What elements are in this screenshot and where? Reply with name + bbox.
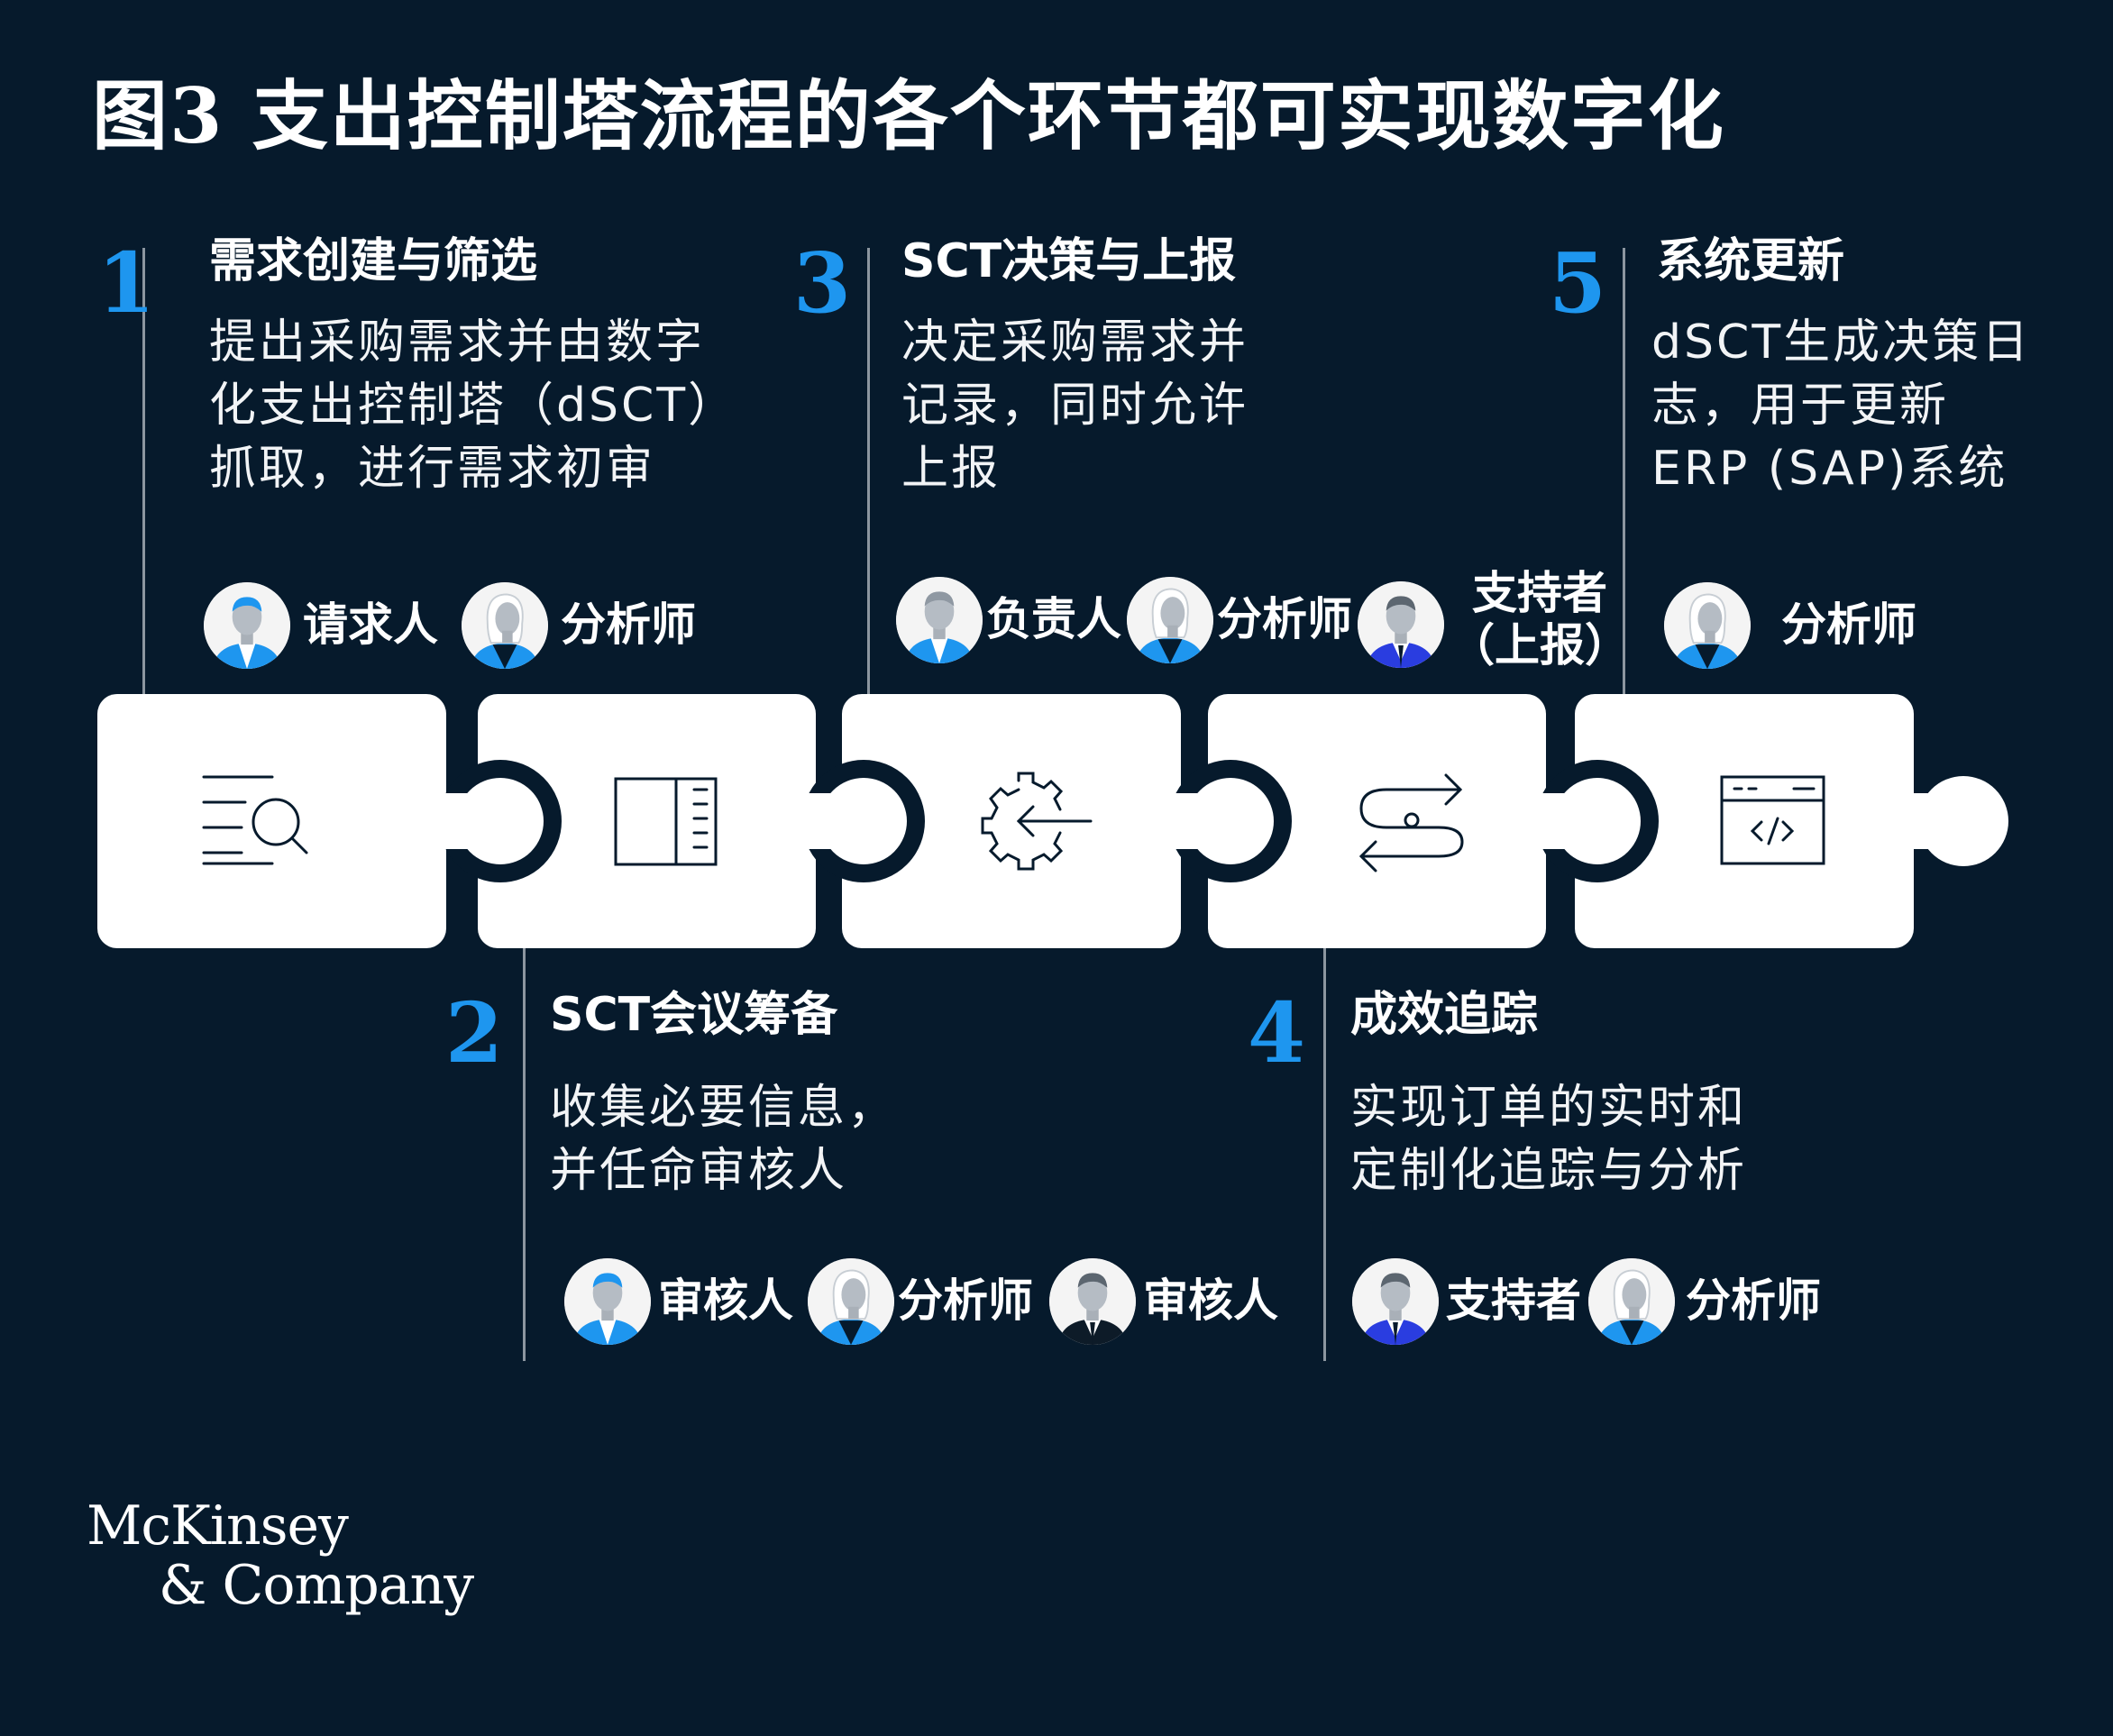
step-2-description: 收集必要信息， 并任命审核人 (550, 1081, 898, 1198)
step-1-description: 提出采购需求并由数字 化支出控制塔（dSCT） 抓取，进行需求初审 (209, 315, 738, 496)
step-3-title: SCT决策与上报 (901, 234, 1237, 288)
puzzle-piece-4 (1208, 694, 1546, 948)
role-supporter-escalation: 支持者 （上报） (1358, 567, 1630, 672)
gear-arrow-icon (981, 772, 1093, 871)
role-analyst: 分析师 (1588, 1258, 1821, 1345)
step-3-guide-line (867, 248, 870, 694)
step-2-title: SCT会议筹备 (550, 988, 838, 1042)
step-2-number: 2 (445, 984, 504, 1082)
step-3-number: 3 (793, 234, 852, 332)
step-5-title: 系统更新 (1657, 234, 1845, 288)
panel-list-icon (614, 777, 718, 866)
role-label: 分析师 (1686, 1275, 1821, 1328)
logo-line-2: & Company (159, 1554, 474, 1617)
step-4-description: 实现订单的实时和 定制化追踪与分析 (1350, 1081, 1748, 1198)
step-4-guide-line (1323, 946, 1326, 1361)
role-label: 支持者 (1446, 1275, 1581, 1328)
person-blue-shirt-icon (564, 1258, 651, 1345)
step-5-number: 5 (1549, 234, 1607, 332)
role-label: 审核人 (1143, 1275, 1278, 1328)
step-5-description: dSCT生成决策日 志，用于更新 ERP (SAP)系统 (1651, 315, 2032, 496)
person-navy-suit-icon (1352, 1258, 1439, 1345)
step-1-title: 需求创建与筛选 (209, 234, 538, 288)
role-analyst: 分析师 (1664, 582, 1916, 669)
step-2-guide-line (523, 946, 526, 1361)
role-label: 分析师 (561, 598, 696, 652)
role-supporter: 支持者 (1352, 1258, 1581, 1345)
role-label: 分析师 (1217, 593, 1352, 646)
person-dark-suit-icon (1049, 1258, 1136, 1345)
role-requester: 请求人 (204, 582, 438, 669)
step-5-guide-line (1623, 248, 1625, 694)
role-reviewer: 审核人 (1049, 1258, 1278, 1345)
person-female-analyst-icon (808, 1258, 894, 1345)
step-4-number: 4 (1248, 984, 1306, 1082)
role-owner: 负责人 (896, 577, 1121, 663)
route-loop-icon (1358, 773, 1464, 873)
role-label: 分析师 (898, 1275, 1033, 1328)
puzzle-piece-3 (842, 694, 1181, 948)
logo-line-1: McKinsey (87, 1494, 349, 1558)
role-label: 负责人 (986, 593, 1121, 646)
person-female-analyst-icon (1127, 577, 1213, 663)
person-female-analyst-icon (1664, 582, 1751, 669)
code-window-icon (1720, 775, 1825, 865)
step-4-title: 成效追踪 (1350, 988, 1539, 1042)
puzzle-piece-2 (478, 694, 816, 948)
puzzle-piece-5 (1575, 694, 1914, 948)
person-blue-shirt-icon (204, 582, 290, 669)
person-blue-shirt-icon (896, 577, 983, 663)
person-navy-suit-icon (1358, 580, 1444, 668)
role-label: 请求人 (303, 598, 438, 652)
mckinsey-logo: McKinsey & Company (87, 1494, 474, 1617)
step-3-description: 决定采购需求并 记录，同时允许 上报 (901, 315, 1249, 496)
page-title: 图3 支出控制塔流程的各个环节都可实现数字化 (92, 71, 1725, 160)
document-search-icon (202, 775, 308, 865)
step-1-number: 1 (97, 234, 156, 332)
role-label: 分析师 (1781, 598, 1916, 652)
role-analyst: 分析师 (1127, 577, 1352, 663)
role-analyst: 分析师 (462, 582, 696, 669)
role-analyst: 分析师 (808, 1258, 1033, 1345)
person-female-analyst-icon (462, 582, 548, 669)
role-label: 审核人 (658, 1275, 793, 1328)
person-female-analyst-icon (1588, 1258, 1675, 1345)
role-reviewer: 审核人 (564, 1258, 793, 1345)
puzzle-piece-1 (97, 694, 446, 948)
step-1-guide-line (142, 248, 145, 694)
role-label: 支持者 （上报） (1450, 567, 1630, 672)
